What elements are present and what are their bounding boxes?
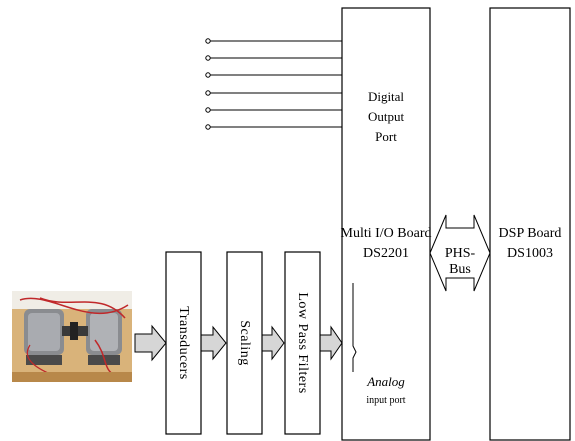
digital-output-port-line-2: Output [342,109,430,125]
scaling-label: Scaling [236,320,252,366]
digital-output-port-line-1: Digital [342,89,430,105]
dsp-board-model: DS1003 [490,244,570,264]
multi-io-board-name: Multi I/O Board [338,224,434,244]
multi-io-board-label: Multi I/O Board DS2201 [338,224,434,264]
digital-output-lines [206,39,342,129]
input-port-label: input port [352,393,420,409]
digital-output-port-label: Digital Output Port [342,89,430,145]
arrow-motor-to-transducers [135,326,166,360]
digital-output-port-line-3: Port [342,129,430,145]
arrow-transducers-to-scaling [201,327,226,359]
arrow-filters-to-board [320,327,342,359]
dsp-board-name: DSP Board [490,224,570,244]
analog-label: Analog [360,374,412,390]
motor-photo [12,291,132,382]
arrow-scaling-to-filters [262,327,284,359]
dsp-board-label: DSP Board DS1003 [490,224,570,264]
transducers-label: Transducers [175,306,191,379]
phs-bus-label: PHS-Bus [438,246,482,278]
multi-io-board-model: DS2201 [338,244,434,264]
low-pass-filters-label: Low Pass Filters [294,292,310,393]
